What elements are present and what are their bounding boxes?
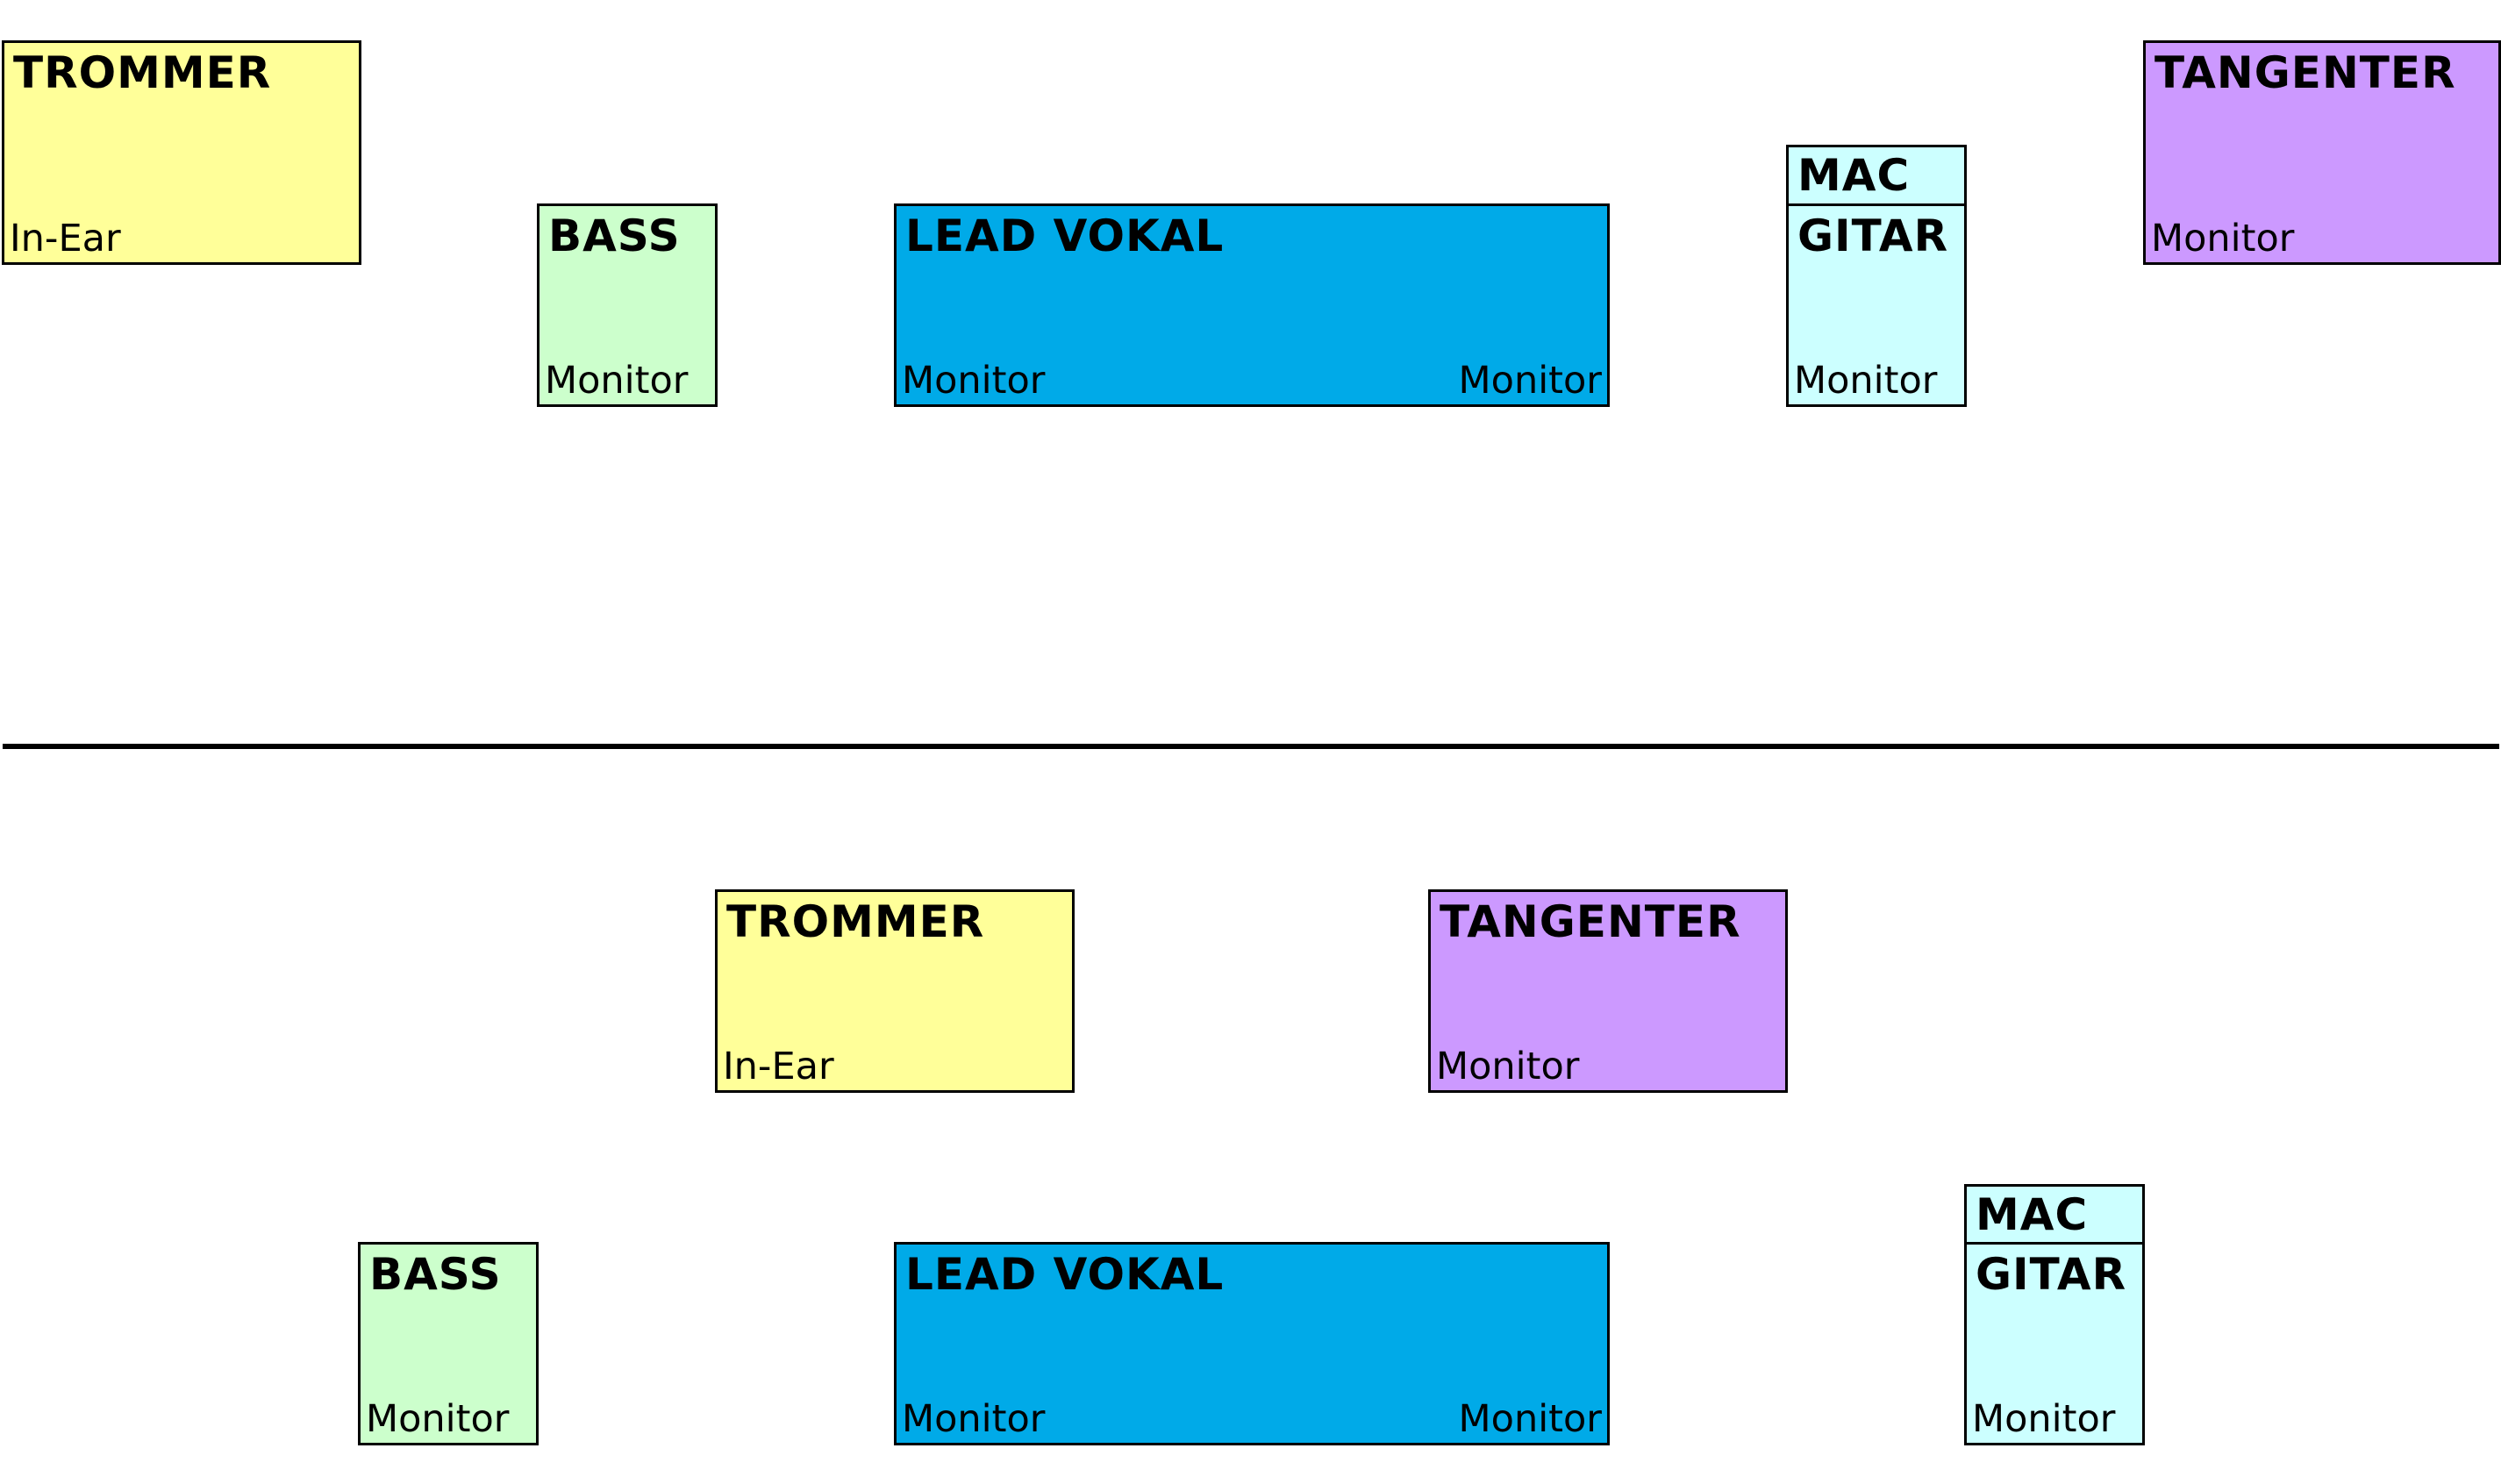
top-drums-note: In-Ear	[10, 217, 121, 260]
bottom-vocal-box: LEAD VOKAL Monitor Monitor	[894, 1242, 1610, 1445]
top-keys-note: Monitor	[2151, 217, 2295, 260]
top-drums-title: TROMMER	[13, 47, 272, 98]
top-guitar-note: Monitor	[1794, 359, 1938, 403]
bottom-drums-box: TROMMER In-Ear	[715, 889, 1075, 1093]
top-keys-title: TANGENTER	[2154, 47, 2456, 98]
top-guitar-title: GITAR	[1797, 210, 1949, 261]
top-bass-title: BASS	[548, 210, 681, 261]
top-drums-box: TROMMER In-Ear	[2, 40, 361, 265]
top-guitar-box: GITAR Monitor	[1786, 203, 1967, 407]
bottom-vocal-note-right: Monitor	[1458, 1397, 1602, 1441]
bottom-keys-title: TANGENTER	[1440, 896, 1741, 947]
bottom-bass-note: Monitor	[366, 1397, 510, 1441]
bottom-vocal-title: LEAD VOKAL	[905, 1249, 1225, 1300]
bottom-bass-title: BASS	[369, 1249, 502, 1300]
top-vocal-box: LEAD VOKAL Monitor Monitor	[894, 203, 1610, 407]
top-vocal-note-left: Monitor	[902, 359, 1046, 403]
top-vocal-note-right: Monitor	[1458, 359, 1602, 403]
bottom-drums-note: In-Ear	[723, 1045, 834, 1088]
top-mac-box: MAC	[1786, 145, 1967, 203]
bottom-keys-box: TANGENTER Monitor	[1428, 889, 1788, 1093]
top-bass-box: BASS Monitor	[537, 203, 718, 407]
top-bass-note: Monitor	[545, 359, 689, 403]
bottom-guitar-note: Monitor	[1972, 1397, 2116, 1441]
bottom-keys-note: Monitor	[1436, 1045, 1580, 1088]
stage-divider-line	[3, 744, 2499, 749]
top-vocal-title: LEAD VOKAL	[905, 210, 1225, 261]
bottom-guitar-box: GITAR Monitor	[1964, 1242, 2145, 1445]
top-mac-title: MAC	[1797, 150, 1911, 201]
bottom-vocal-note-left: Monitor	[902, 1397, 1046, 1441]
bottom-mac-box: MAC	[1964, 1184, 2145, 1242]
bottom-drums-title: TROMMER	[726, 896, 985, 947]
bottom-mac-title: MAC	[1976, 1189, 2089, 1240]
bottom-guitar-title: GITAR	[1976, 1249, 2127, 1300]
bottom-bass-box: BASS Monitor	[358, 1242, 539, 1445]
top-keys-box: TANGENTER Monitor	[2143, 40, 2501, 265]
